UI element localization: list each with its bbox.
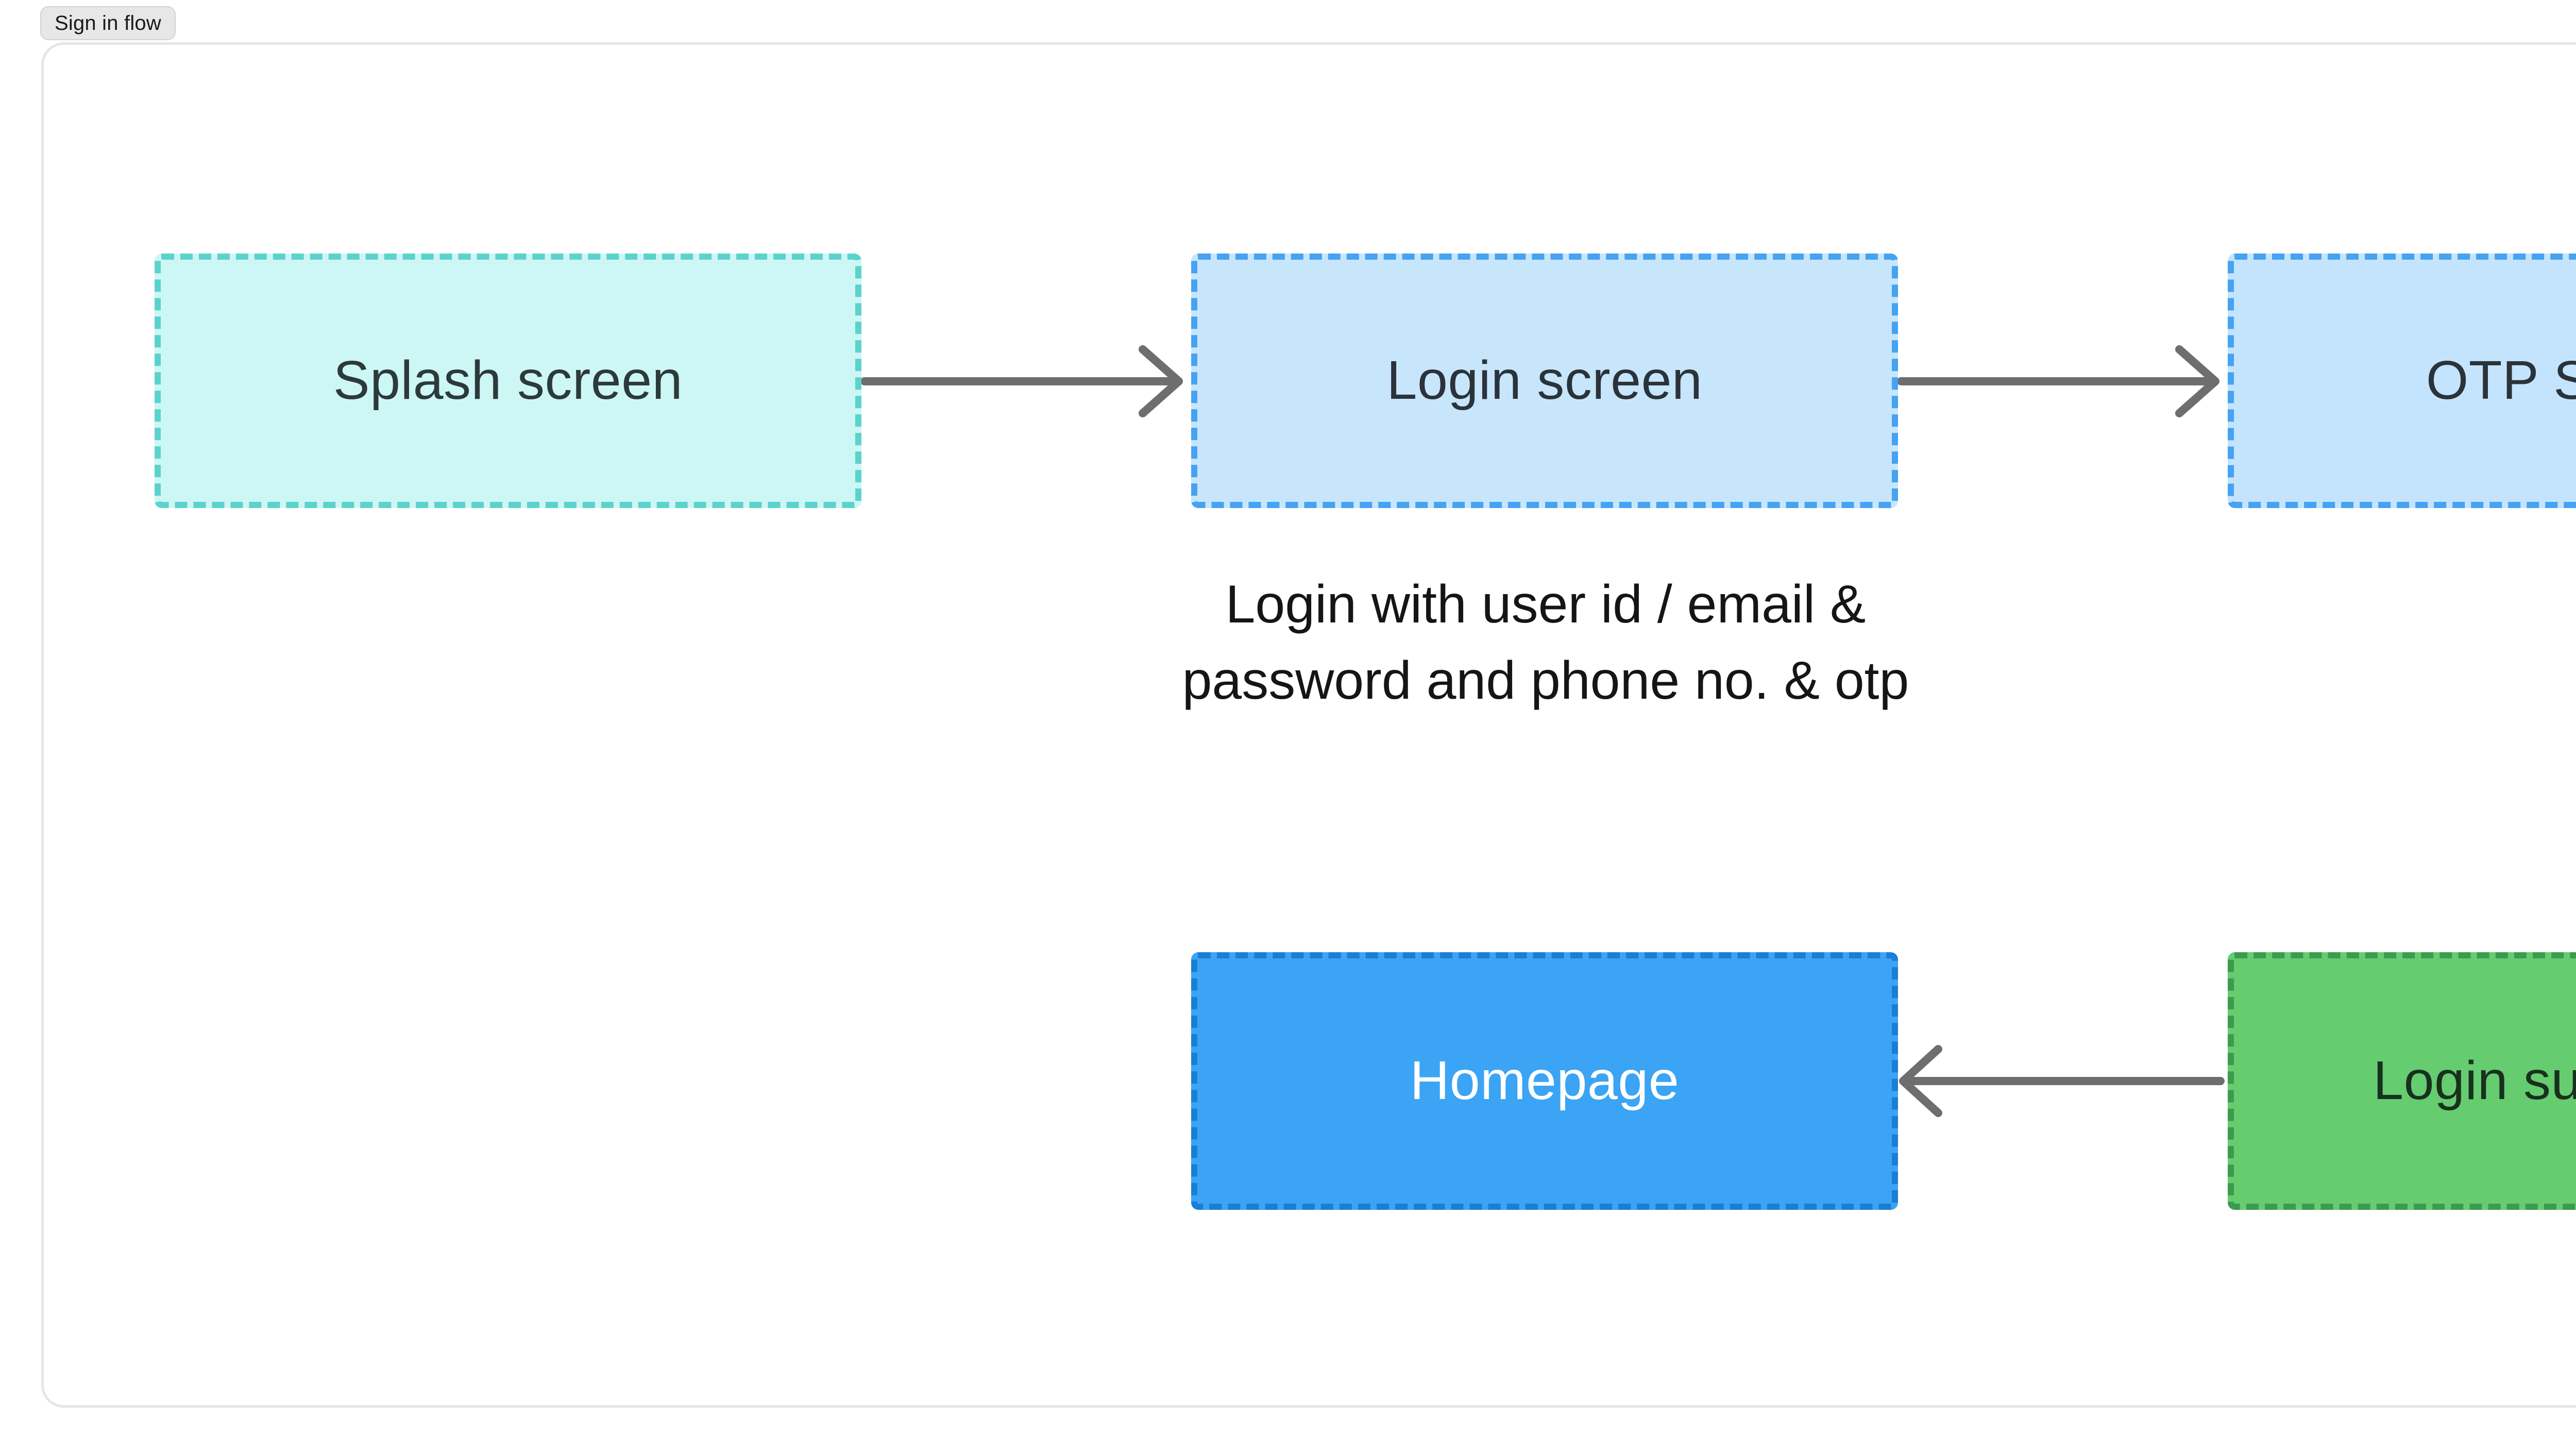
node-label: Login screen: [1386, 350, 1703, 411]
node-homepage[interactable]: Homepage: [1191, 952, 1898, 1210]
annotation-login-methods: Login with user id / email & password an…: [994, 567, 2097, 719]
node-label: OTP Screen: [2426, 350, 2576, 411]
node-otp-screen[interactable]: OTP Screen: [2228, 254, 2576, 508]
node-splash-screen[interactable]: Splash screen: [155, 254, 861, 508]
node-label: Homepage: [1410, 1050, 1680, 1111]
tab-label: Sign in flow: [55, 11, 161, 35]
node-label: Login successful: [2373, 1050, 2576, 1111]
node-login-screen[interactable]: Login screen: [1191, 254, 1898, 508]
node-login-successful[interactable]: Login successful: [2228, 952, 2576, 1210]
tab-sign-in-flow[interactable]: Sign in flow: [40, 6, 176, 40]
annotation-line-1: Login with user id / email &: [1225, 575, 1866, 634]
annotation-line-2: password and phone no. & otp: [1182, 650, 1909, 711]
node-label: Splash screen: [333, 350, 683, 411]
